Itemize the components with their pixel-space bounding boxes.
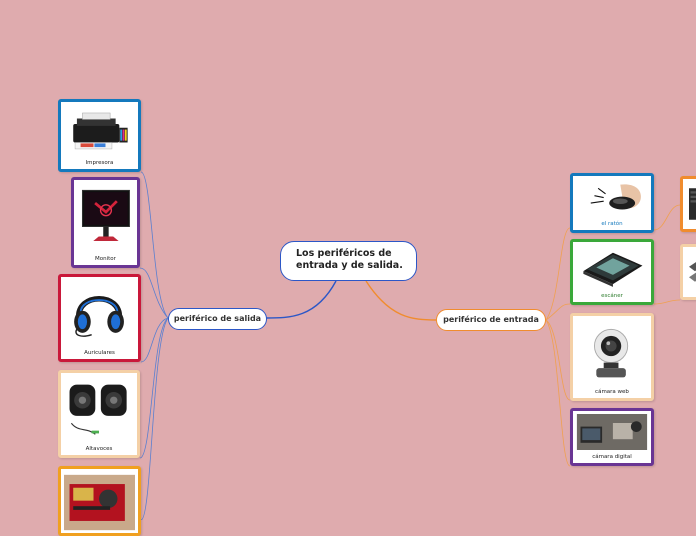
mouse-icon — [576, 179, 648, 217]
branch-output[interactable]: periférico de salida — [168, 308, 267, 330]
item-gamepad[interactable] — [680, 244, 696, 300]
item-monitor[interactable]: Monitor — [71, 177, 140, 268]
item-printer[interactable]: Impresora — [58, 99, 141, 172]
central-topic-label: Los periféricos de entrada y de salida. — [296, 248, 403, 271]
link-output-card — [141, 318, 168, 520]
item-webcam-caption: cámara web — [573, 386, 651, 398]
speakers-icon — [64, 376, 134, 442]
item-speakers-caption: Altavoces — [61, 443, 137, 455]
webcam-icon — [576, 319, 648, 385]
link-output-speakers — [140, 318, 168, 458]
item-digital-camera[interactable]: cámara digital — [570, 408, 654, 466]
item-headphones[interactable]: Auriculares — [58, 274, 141, 362]
link-center-output — [266, 281, 336, 318]
item-graphics-card[interactable] — [58, 466, 141, 536]
gamepad-icon — [686, 250, 696, 294]
scanner-icon — [576, 245, 648, 289]
central-topic[interactable]: Los periféricos de entrada y de salida. — [280, 241, 417, 281]
item-headphones-caption: Auriculares — [61, 347, 138, 359]
item-monitor-caption: Monitor — [74, 253, 137, 265]
keyboard-icon — [686, 182, 696, 226]
headphones-icon — [64, 280, 135, 346]
item-scanner-caption: escáner — [573, 290, 651, 302]
branch-output-label: periférico de salida — [174, 314, 261, 323]
item-mouse-caption: el ratón — [573, 218, 651, 230]
item-printer-caption: Impresora — [61, 157, 138, 169]
link-scanner-sub2 — [654, 300, 680, 304]
link-input-mouse — [546, 228, 570, 320]
link-mouse-sub1 — [654, 205, 680, 230]
item-mouse[interactable]: el ratón — [570, 173, 654, 233]
link-center-input — [366, 281, 436, 320]
branch-input[interactable]: periférico de entrada — [436, 309, 546, 331]
item-keyboard[interactable] — [680, 176, 696, 232]
item-digital-camera-caption: cámara digital — [573, 451, 651, 463]
item-speakers[interactable]: Altavoces — [58, 370, 140, 458]
graphics-card-icon — [64, 472, 135, 533]
branch-input-label: periférico de entrada — [443, 315, 539, 324]
item-webcam[interactable]: cámara web — [570, 313, 654, 401]
monitor-icon — [77, 183, 134, 252]
item-scanner[interactable]: escáner — [570, 239, 654, 305]
digital-camera-icon — [576, 414, 648, 450]
printer-icon — [64, 105, 135, 156]
link-input-camera — [546, 320, 570, 466]
link-output-printer — [141, 172, 168, 318]
